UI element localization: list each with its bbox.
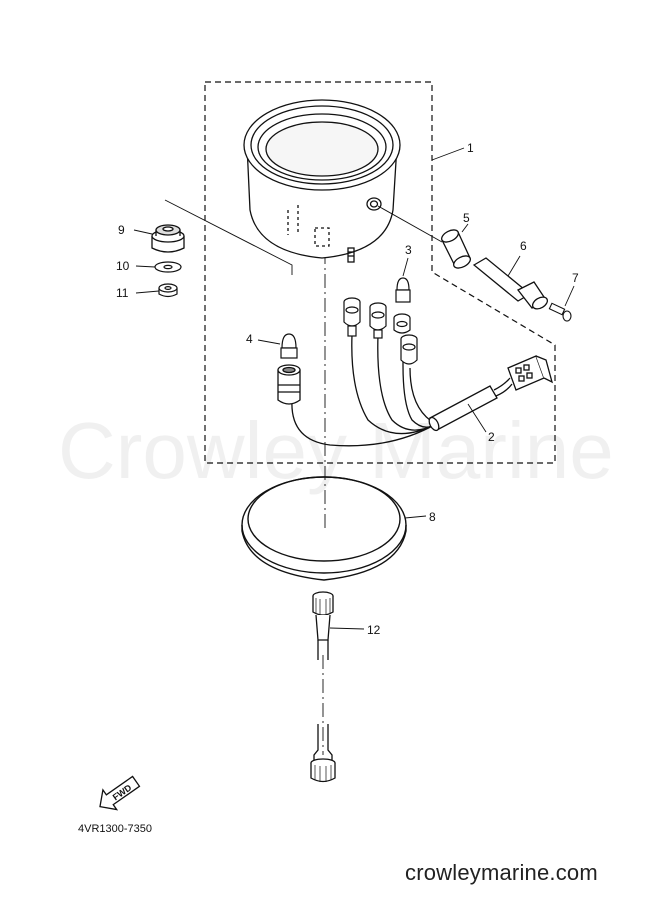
screw-part-7 <box>548 302 572 322</box>
leader-11 <box>135 290 160 294</box>
bulb-part-4 <box>280 333 298 359</box>
leader-9 <box>133 229 153 235</box>
cable-part-12 <box>310 591 336 783</box>
leader-8 <box>404 515 427 519</box>
bulb-part-3 <box>395 277 411 303</box>
leader-12 <box>329 627 365 630</box>
grommet-leader <box>164 199 293 275</box>
callout-3: 3 <box>405 243 412 257</box>
diagram-code: 4VR1300-7350 <box>78 823 152 835</box>
watermark-text: Crowley Marine <box>58 406 614 495</box>
leader-4 <box>257 339 281 345</box>
callout-1: 1 <box>467 141 474 155</box>
harness-plug-a <box>343 297 361 337</box>
fwd-arrow-icon: FWD <box>99 775 141 811</box>
callout-10: 10 <box>116 259 130 273</box>
assembly-boundary <box>204 81 556 464</box>
callout-9: 9 <box>118 223 125 237</box>
leader-1 <box>431 147 465 161</box>
callout-4: 4 <box>246 332 253 346</box>
callout-6: 6 <box>520 239 527 253</box>
callout-11: 11 <box>116 286 129 300</box>
callout-7: 7 <box>572 271 579 285</box>
callout-2: 2 <box>488 430 495 444</box>
leader-5 <box>461 223 469 233</box>
site-url: crowleymarine.com <box>405 860 598 885</box>
washer-part-10 <box>154 261 182 273</box>
meter-body <box>243 99 401 263</box>
harness-plug-d <box>400 334 418 365</box>
leader-10 <box>135 265 156 268</box>
lamp-holder-part-6 <box>472 257 549 310</box>
callout-8: 8 <box>429 510 436 524</box>
sleeve-part-5 <box>441 229 471 269</box>
harness-plug-b <box>369 302 387 339</box>
callout-5: 5 <box>463 211 470 225</box>
nut-part-11 <box>158 283 178 298</box>
leader-3 <box>402 257 409 277</box>
wire-harness-part-2 <box>291 334 554 447</box>
gasket-ring-part-8 <box>241 476 407 581</box>
grommet-part-9 <box>151 224 185 253</box>
leader-2 <box>467 403 487 433</box>
harness-plug-c <box>393 313 411 334</box>
leader-6 <box>507 255 521 277</box>
leader-7 <box>564 285 575 307</box>
callout-12: 12 <box>367 623 381 637</box>
bulb-socket <box>277 364 301 405</box>
leader-5-axis <box>377 205 443 243</box>
